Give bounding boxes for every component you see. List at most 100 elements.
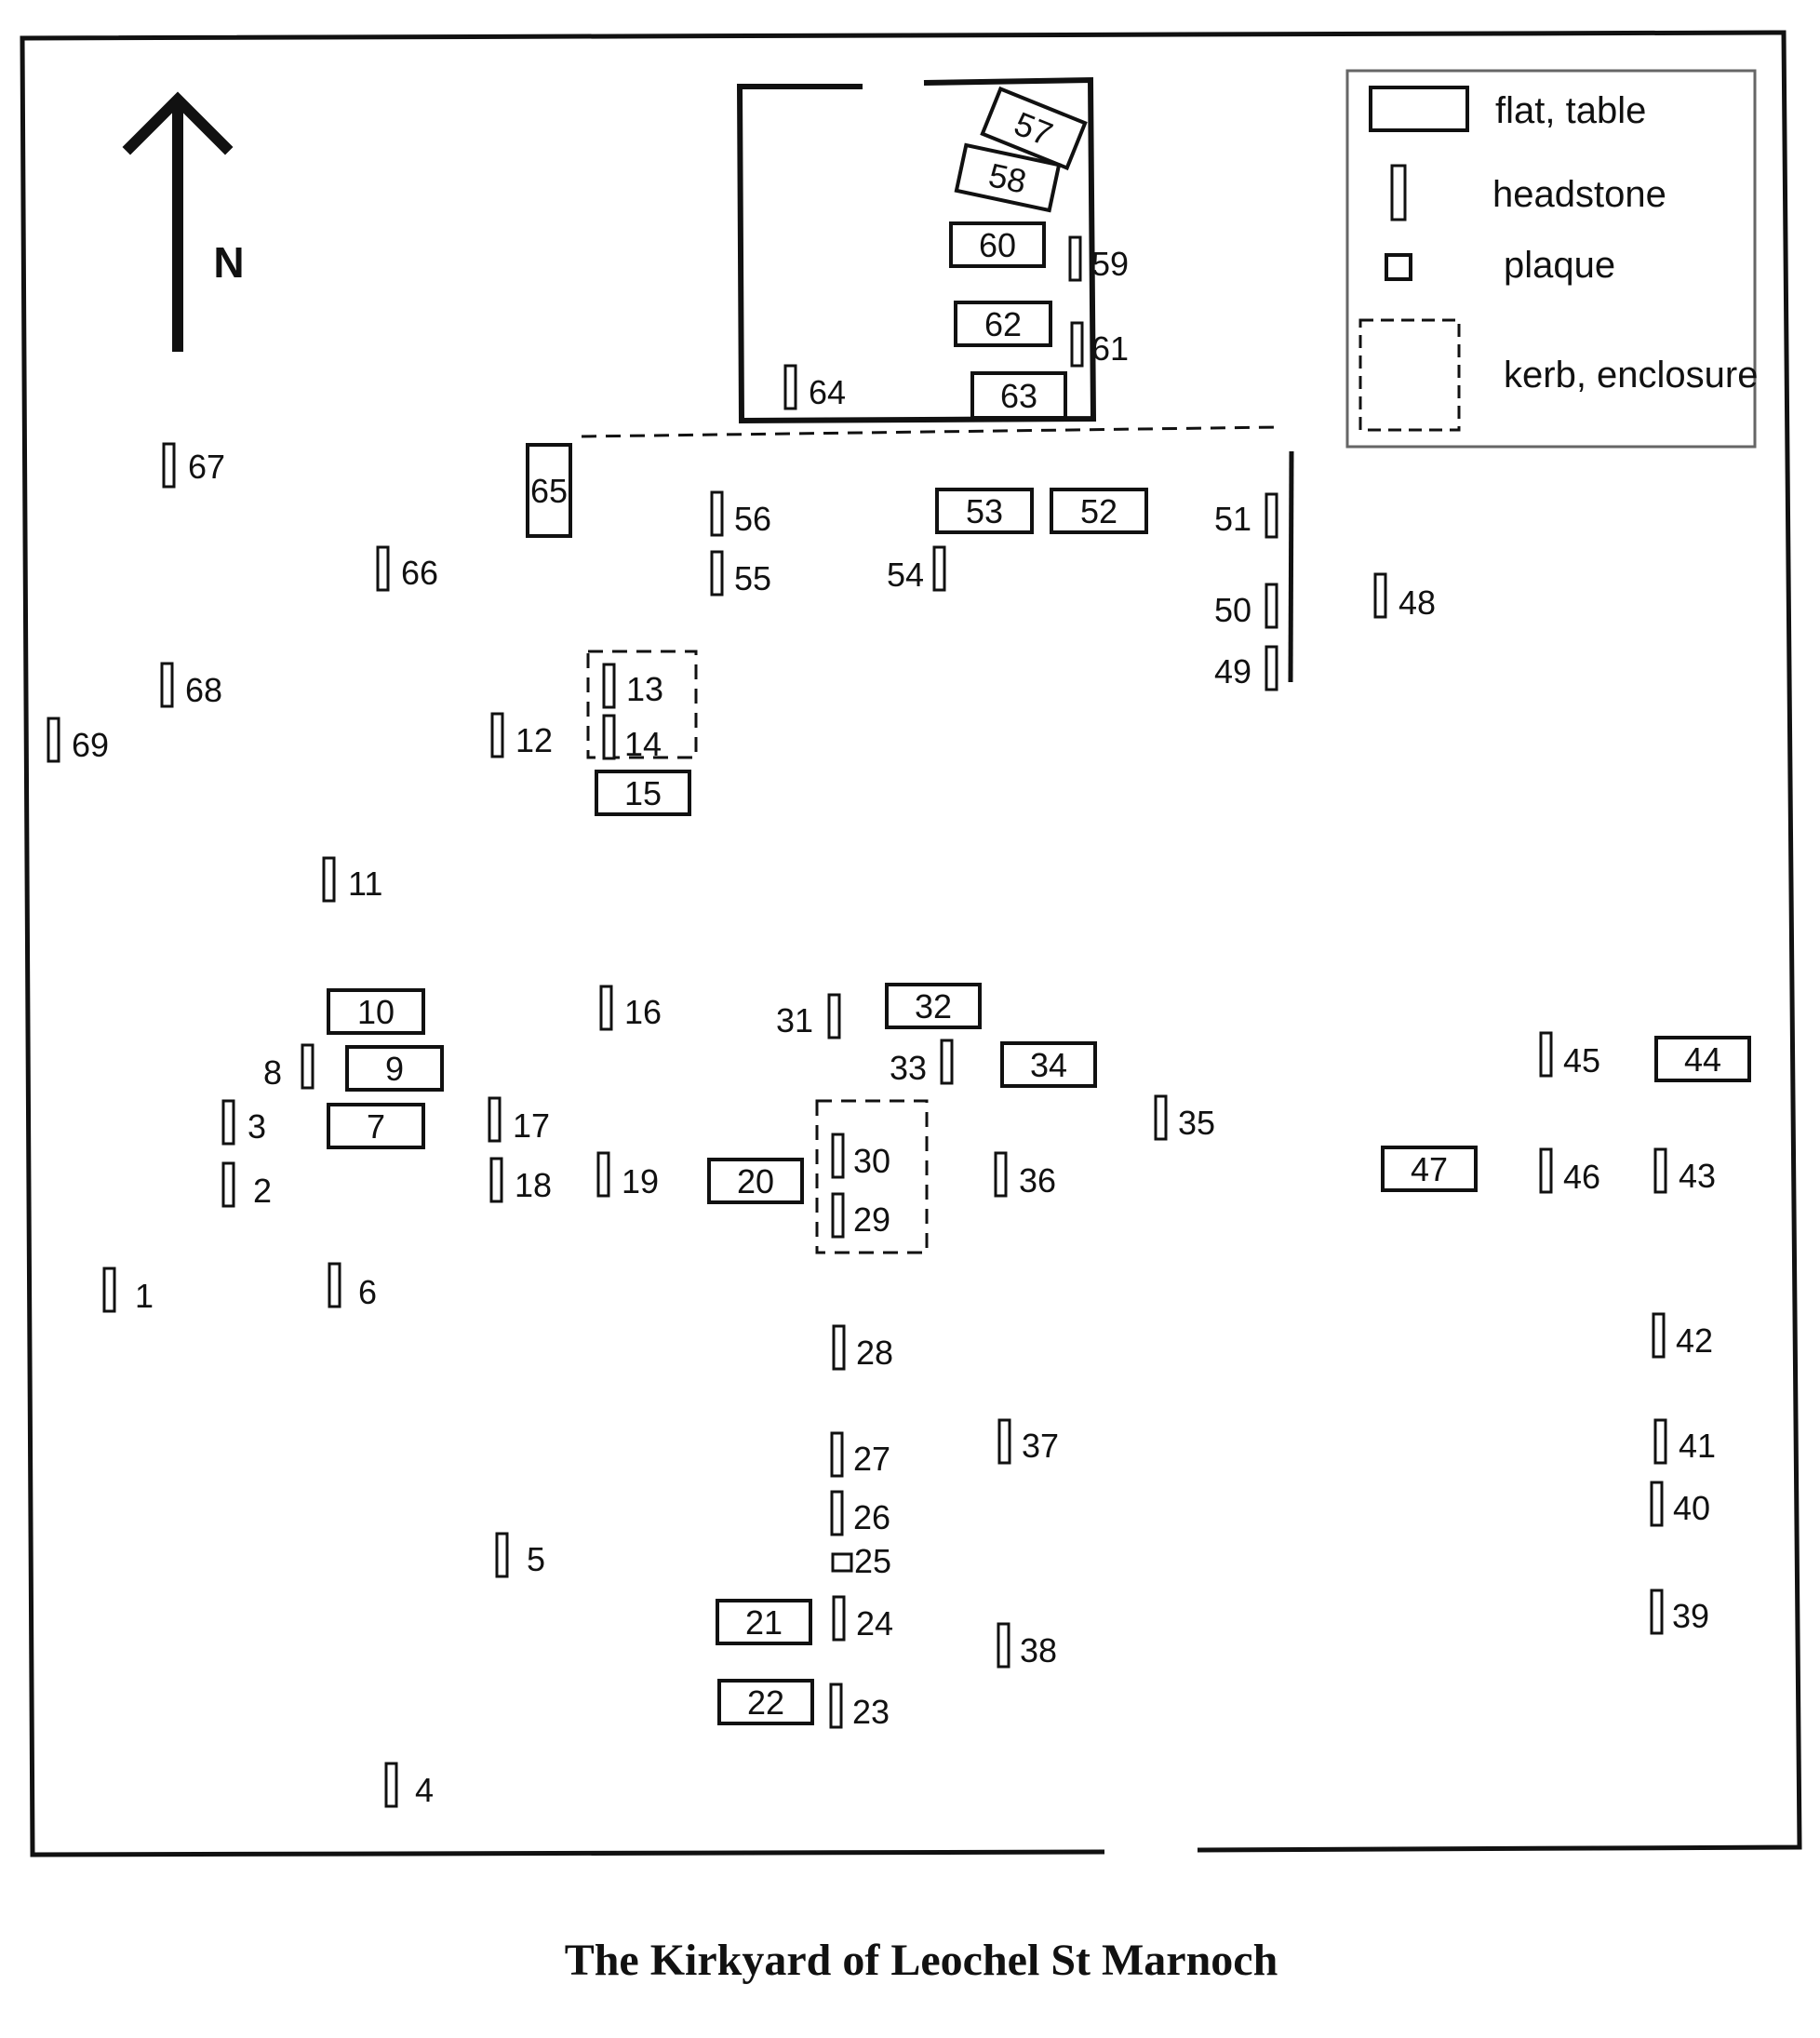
- grave-number-label: 36: [1019, 1161, 1056, 1200]
- headstone-55: 55: [710, 550, 771, 597]
- headstone-icon: [599, 985, 613, 1031]
- headstone-icon: [1650, 1481, 1664, 1527]
- headstone-icon: [710, 550, 724, 597]
- grave-number-label: 35: [1178, 1104, 1215, 1142]
- headstone-icon: [1068, 235, 1082, 282]
- headstone-16: 16: [599, 985, 662, 1031]
- flat-grave-15: 15: [595, 770, 691, 816]
- grave-number-label: 2: [253, 1172, 272, 1210]
- headstone-39: 39: [1650, 1589, 1709, 1635]
- grave-number-label: 33: [890, 1049, 927, 1087]
- headstone-icon: [831, 1192, 845, 1239]
- grave-number-label: 11: [348, 865, 382, 903]
- legend-flat-icon: [1369, 86, 1469, 132]
- grave-number-label: 54: [887, 556, 924, 594]
- flat-grave-44: 44: [1654, 1036, 1751, 1082]
- north-arrow-icon: [122, 91, 234, 352]
- grave-number-label: 39: [1672, 1597, 1709, 1635]
- headstone-40: 40: [1650, 1481, 1710, 1527]
- grave-number-label: 26: [853, 1498, 890, 1536]
- headstone-67: 67: [162, 442, 225, 489]
- grave-number-label: 20: [737, 1162, 774, 1200]
- grave-number-label: 23: [852, 1693, 890, 1731]
- headstone-icon: [221, 1099, 235, 1146]
- grave-number-label: 40: [1673, 1489, 1710, 1527]
- headstone-icon: [301, 1043, 314, 1090]
- headstone-29: 29: [831, 1192, 890, 1239]
- headstone-icon: [1653, 1418, 1667, 1465]
- legend-kerb-icon: [1358, 318, 1461, 432]
- headstone-27: 27: [830, 1431, 890, 1478]
- headstone-icon: [495, 1532, 509, 1578]
- flat-stone-shape: [1381, 1146, 1478, 1192]
- headstone-28: 28: [832, 1324, 893, 1372]
- headstone-46: 46: [1539, 1147, 1600, 1196]
- grave-number-label: 68: [185, 671, 222, 709]
- flat-grave-34: 34: [1000, 1041, 1097, 1088]
- headstone-43: 43: [1653, 1147, 1716, 1195]
- grave-number-label: 65: [530, 472, 568, 510]
- flat-stone-shape: [327, 1103, 425, 1149]
- headstone-59: 59: [1068, 235, 1129, 283]
- grave-number-label: 64: [809, 373, 846, 411]
- legend-headstone-label: headstone: [1492, 174, 1666, 215]
- headstone-icon: [830, 1431, 844, 1478]
- grave-number-label: 66: [401, 554, 438, 592]
- flat-stone-shape: [345, 1045, 444, 1092]
- flat-stone-shape: [716, 1599, 812, 1645]
- grave-number-label: 4: [415, 1771, 434, 1809]
- headstone-icon: [1650, 1589, 1664, 1635]
- flat-grave-65: 65: [526, 443, 572, 538]
- headstone-icon: [328, 1262, 341, 1308]
- headstone-icon: [602, 714, 616, 760]
- headstone-icon: [994, 1151, 1008, 1198]
- grave-number-label: 9: [385, 1050, 404, 1088]
- headstone-icon: [932, 545, 946, 592]
- headstone-8: 8: [263, 1043, 314, 1092]
- headstone-icon: [827, 993, 841, 1039]
- grave-number-label: 47: [1411, 1150, 1448, 1188]
- headstone-icon: [831, 1133, 845, 1179]
- headstone-3: 3: [221, 1099, 266, 1146]
- grave-number-label: 13: [626, 670, 663, 708]
- grave-number-label: 12: [515, 721, 553, 759]
- headstone-64: 64: [783, 364, 846, 411]
- headstone-42: 42: [1652, 1312, 1713, 1360]
- headstone-51: 51: [1214, 492, 1278, 539]
- grave-number-label: 58: [985, 155, 1030, 200]
- grave-number-label: 56: [734, 500, 771, 538]
- headstone-icon: [940, 1039, 954, 1085]
- headstone-26: 26: [830, 1490, 890, 1536]
- headstone-icon: [830, 1490, 844, 1536]
- flat-grave-47: 47: [1381, 1146, 1478, 1192]
- legend-plaque-label: plaque: [1504, 245, 1615, 286]
- headstone-69: 69: [47, 717, 109, 764]
- grave-number-label: 34: [1030, 1046, 1067, 1084]
- flat-stone-shape: [954, 142, 1062, 213]
- grave-number-label: 69: [72, 726, 109, 764]
- legend-kerb-label: kerb, enclosure: [1504, 355, 1758, 396]
- grave-number-label: 62: [984, 305, 1022, 343]
- headstone-24: 24: [832, 1595, 893, 1642]
- headstone-14: 14: [602, 714, 662, 763]
- legend-frame: [1345, 69, 1757, 449]
- grave-number-label: 16: [624, 993, 662, 1031]
- flat-grave-52: 52: [1050, 488, 1148, 534]
- grave-number-label: 15: [624, 774, 662, 812]
- headstone-2: 2: [221, 1161, 272, 1210]
- flat-stone-shape: [1654, 1036, 1751, 1082]
- headstone-12: 12: [490, 712, 553, 759]
- headstone-icon: [160, 662, 174, 708]
- headstone-icon: [1539, 1147, 1553, 1194]
- flat-stone-shape: [707, 1158, 804, 1204]
- plaque-25: 25: [831, 1542, 891, 1580]
- headstone-13: 13: [602, 663, 663, 709]
- headstone-11: 11: [322, 856, 382, 903]
- headstone-icon: [1539, 1031, 1553, 1078]
- headstone-icon: [1652, 1312, 1666, 1359]
- grave-number-label: 38: [1020, 1631, 1057, 1669]
- north-label: N: [213, 238, 244, 287]
- headstone-icon: [376, 545, 390, 592]
- headstone-icon: [997, 1622, 1010, 1669]
- grave-number-label: 14: [624, 725, 662, 763]
